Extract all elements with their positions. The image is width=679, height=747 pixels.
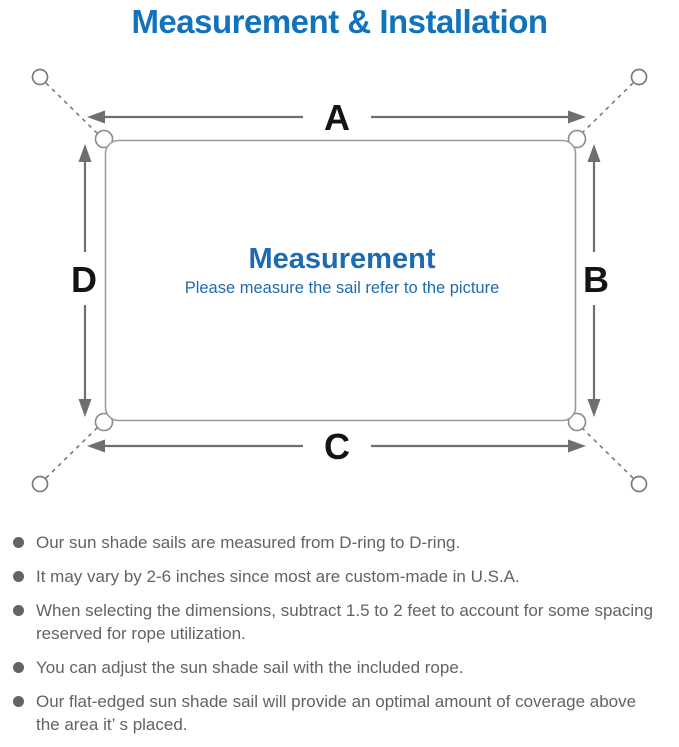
diagram-heading: Measurement [249,243,436,275]
anchor-point-icon [630,475,648,493]
page-title: Measurement & Installation [131,3,548,40]
list-item: It may vary by 2-6 inches since most are… [8,565,663,588]
dimension-arrows [78,110,601,453]
anchor-point-icon [630,68,648,86]
dimension-arrow-c [87,439,586,453]
dimension-arrow-a [87,110,586,124]
anchor-point-icon [31,475,49,493]
rope-line-top-left [45,82,102,138]
dimension-label-a: A [324,97,350,138]
bullet-icon [13,571,24,582]
bullet-icon [13,662,24,673]
rope-line-bottom-left [45,423,102,479]
corner-d-rings [94,129,587,432]
sail-outline [104,139,577,422]
d-ring-icon [94,412,114,432]
dimension-label-c: C [324,426,350,467]
bullet-icon [13,537,24,548]
d-ring-icon [94,129,114,149]
rope-line-bottom-right [577,423,634,479]
note-text: When selecting the dimensions, subtract … [36,601,654,643]
bullet-icon [13,696,24,707]
bullet-icon [13,605,24,616]
list-item: You can adjust the sun shade sail with t… [8,656,663,679]
note-text: Our flat-edged sun shade sail will provi… [36,692,637,734]
dimension-arrow-d [78,144,92,417]
list-item: Our sun shade sails are measured from D-… [8,531,663,554]
list-item: Our flat-edged sun shade sail will provi… [8,690,663,736]
d-ring-icon [567,129,587,149]
diagram-subheading: Please measure the sail refer to the pic… [185,279,500,297]
dimension-label-d: D [71,259,97,300]
list-item: When selecting the dimensions, subtract … [8,599,663,645]
dimension-arrow-b [587,144,601,417]
note-text: It may vary by 2-6 inches since most are… [36,567,520,586]
dimension-label-b: B [583,259,609,300]
note-text: You can adjust the sun shade sail with t… [36,658,464,677]
anchor-points [31,68,648,493]
d-ring-icon [567,412,587,432]
note-text: Our sun shade sails are measured from D-… [36,533,461,552]
anchor-point-icon [31,68,49,86]
sail-measurement-diagram: A B C D Measurement Please measure the s… [31,68,648,493]
rope-line-top-right [577,82,634,138]
measurement-notes-list: Our sun shade sails are measured from D-… [8,531,663,747]
